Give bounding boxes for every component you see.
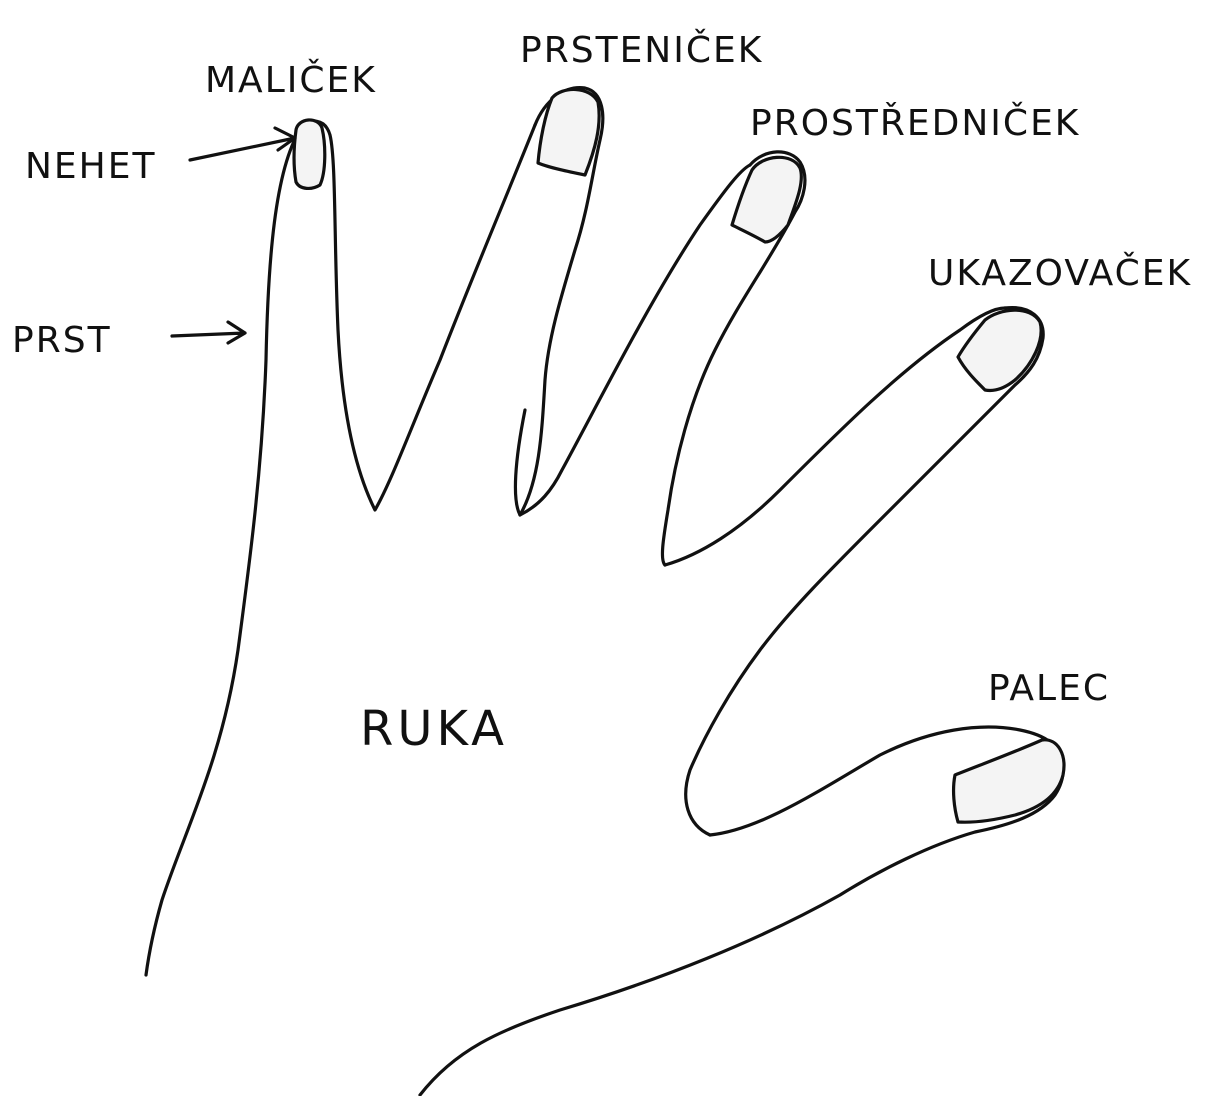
thumb-nail <box>954 740 1064 822</box>
label-prst: PRST <box>12 320 112 361</box>
label-prostrednicek: PROSTŘEDNIČEK <box>750 102 1080 144</box>
label-prstenicek: PRSTENIČEK <box>520 29 763 71</box>
label-palec: PALEC <box>988 668 1110 709</box>
hand-left-edge <box>146 130 300 975</box>
pinky-right-edge <box>300 121 535 510</box>
prst-arrow-icon <box>172 322 245 343</box>
label-nehet: NEHET <box>25 146 156 187</box>
label-ruka: RUKA <box>360 701 508 757</box>
pinky-nail <box>294 120 325 189</box>
ring-middle-valley <box>520 165 750 515</box>
label-malicek: MALIČEK <box>205 59 377 101</box>
nehet-arrow-icon <box>190 128 295 160</box>
label-ukazovacek: UKAZOVAČEK <box>928 252 1192 294</box>
